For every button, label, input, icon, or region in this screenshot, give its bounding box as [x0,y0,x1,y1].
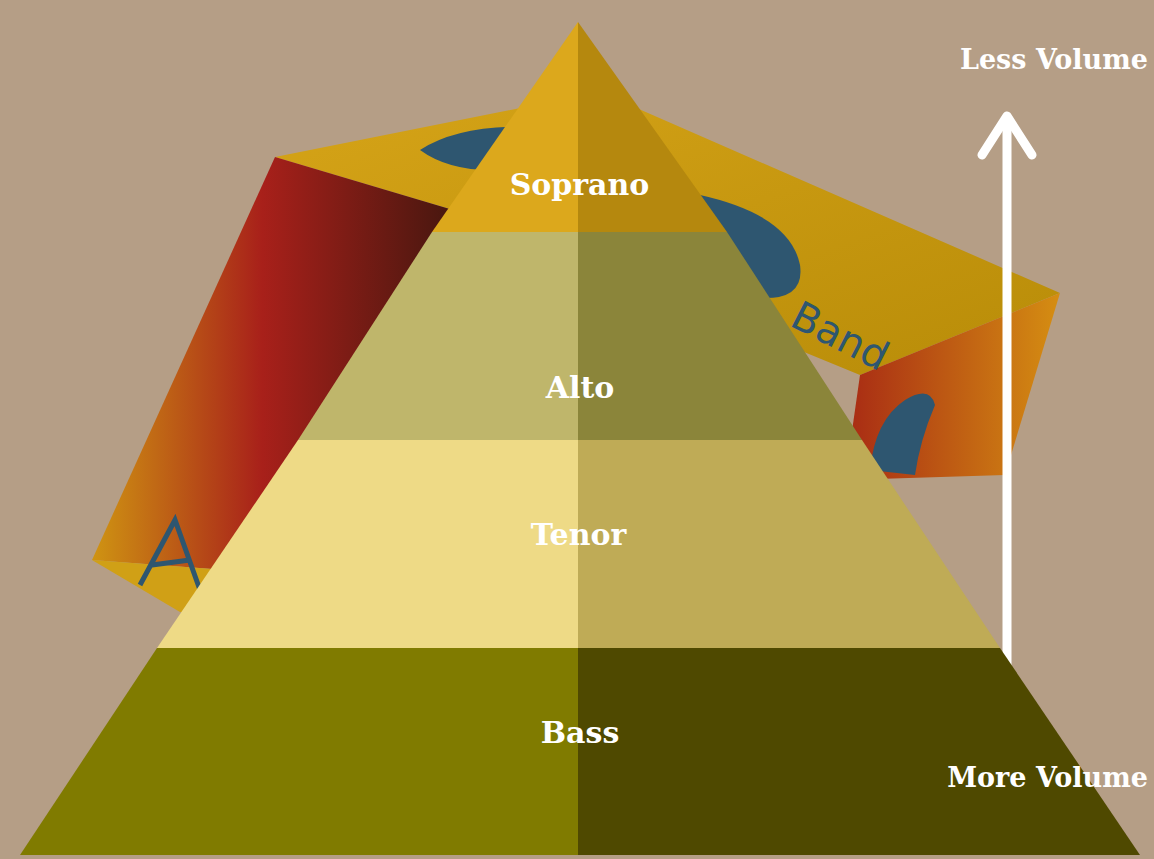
band-shape [298,232,862,440]
arrow-shaft [1003,118,1012,728]
pyramid-band: Alto [298,232,862,440]
cube-right-face [845,293,1060,480]
label-holder: Less Volume [960,44,1148,75]
logo-swoosh [870,394,935,475]
band-lit-half [20,648,578,855]
voice-label: Alto [298,371,862,406]
band-shaded-half [578,648,1140,855]
band-lit-half [157,440,578,648]
arrow-head [982,116,1032,155]
volume-label: Less Volume [960,44,1148,75]
band-shaded-half [578,440,1000,648]
volume-label: More Volume [947,762,1148,793]
label-holder: More Volume [947,762,1148,793]
voice-label: Tenor [157,518,1000,553]
band-shape [20,648,1140,855]
band-lit-half [298,232,578,440]
pyramid-band: Bass [20,648,1140,855]
voice-label: Bass [20,716,1140,751]
logo-letter-fragment [140,520,200,590]
voice-label: Soprano [432,168,727,203]
pyramid-band: Soprano [432,22,727,232]
pyramid-band: Tenor [157,440,1000,648]
